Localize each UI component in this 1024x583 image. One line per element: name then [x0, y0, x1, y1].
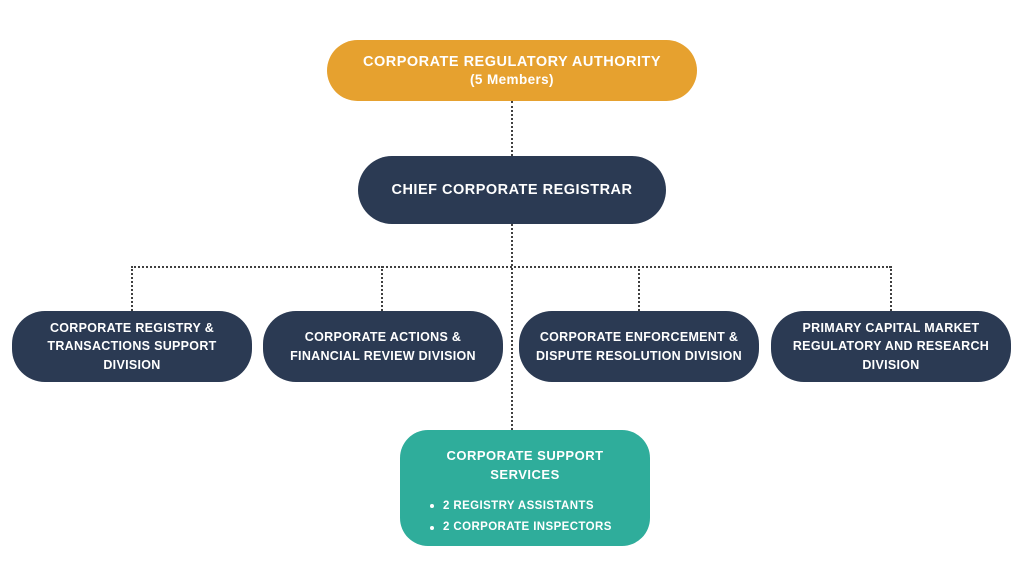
connector-branch-horizontal	[131, 266, 891, 268]
org-node-corporate-support-services: CORPORATE SUPPORT SERVICES 2 REGISTRY AS…	[400, 430, 650, 546]
org-node-division-enforcement-dispute: CORPORATE ENFORCEMENT & DISPUTE RESOLUTI…	[519, 311, 759, 382]
chief-registrar-title: CHIEF CORPORATE REGISTRAR	[391, 182, 633, 198]
connector-branch-division-3	[638, 266, 640, 311]
support-services-list: 2 REGISTRY ASSISTANTS 2 CORPORATE INSPEC…	[420, 494, 612, 541]
connector-branch-division-2	[381, 266, 383, 311]
org-node-division-capital-market-research: PRIMARY CAPITAL MARKET REGULATORY AND RE…	[771, 311, 1011, 382]
support-services-title: CORPORATE SUPPORT SERVICES	[446, 448, 604, 482]
authority-members-count: (5 Members)	[470, 72, 554, 87]
org-node-regulatory-authority: CORPORATE REGULATORY AUTHORITY (5 Member…	[327, 40, 697, 101]
division-label: CORPORATE REGISTRY & TRANSACTIONS SUPPOR…	[47, 321, 217, 372]
division-label: CORPORATE ACTIONS & FINANCIAL REVIEW DIV…	[290, 330, 476, 363]
connector-authority-registrar	[511, 101, 513, 156]
division-label: CORPORATE ENFORCEMENT & DISPUTE RESOLUTI…	[535, 330, 743, 363]
org-node-division-actions-financial-review: CORPORATE ACTIONS & FINANCIAL REVIEW DIV…	[263, 311, 503, 382]
authority-title: CORPORATE REGULATORY AUTHORITY	[362, 54, 662, 70]
org-node-chief-registrar: CHIEF CORPORATE REGISTRAR	[358, 156, 666, 224]
division-label: PRIMARY CAPITAL MARKET REGULATORY AND RE…	[792, 321, 990, 372]
connector-registrar-support	[511, 224, 513, 430]
connector-branch-division-4	[890, 266, 892, 311]
support-list-item: 2 CORPORATE INSPECTORS	[430, 519, 612, 536]
org-node-division-registry-transactions: CORPORATE REGISTRY & TRANSACTIONS SUPPOR…	[12, 311, 252, 382]
support-list-item: 2 REGISTRY ASSISTANTS	[430, 498, 612, 515]
connector-branch-division-1	[131, 266, 133, 311]
